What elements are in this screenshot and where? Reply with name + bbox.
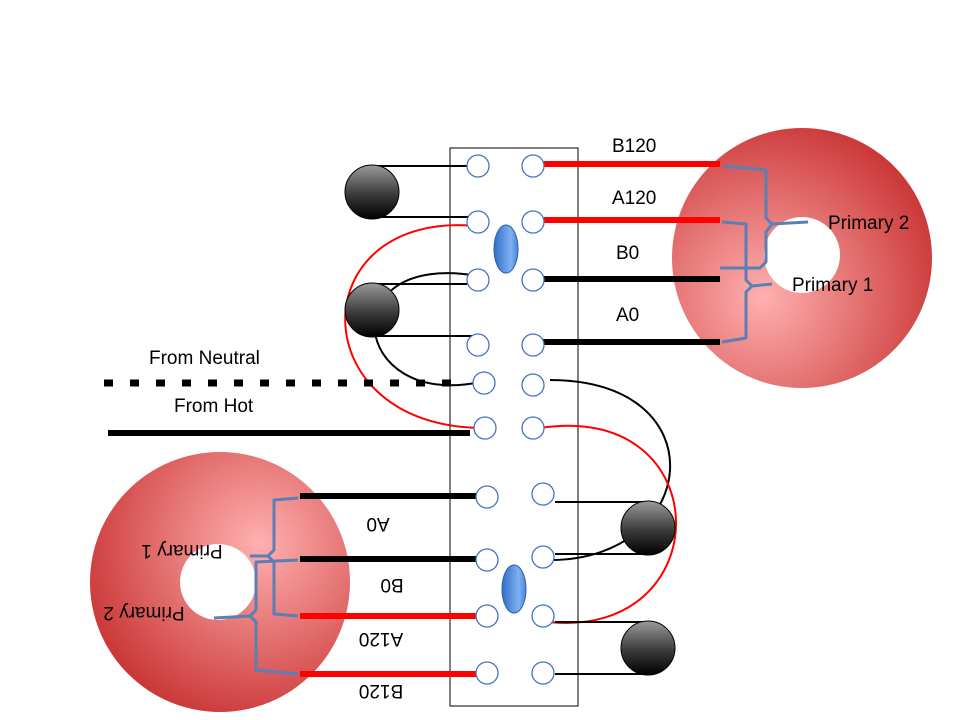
primary-brackets-top [720,164,809,344]
capacitor-icon [501,564,527,614]
primary2-label: Primary 2 [828,213,909,234]
lower-wiring [300,379,677,677]
toroid-transformer-icon [90,452,350,712]
b120-label: B120 [612,136,656,157]
a0-label: A0 [616,305,639,326]
b0-label-inverted: B0 [380,574,403,595]
cylinder-knob-icon [620,620,676,676]
a120-label: A120 [612,188,656,209]
from-neutral-label: From Neutral [149,348,260,369]
primary1-label: Primary 1 [792,275,873,296]
terminal-icon [466,154,555,685]
cylinder-knob-icon [344,164,400,220]
primary2-label-inverted: Primary 2 [103,602,184,623]
primary1-label-inverted: Primary 1 [141,540,222,561]
primary-brackets-bottom [213,496,299,676]
cylinder-knob-icon [620,500,676,556]
b0-label: B0 [616,243,639,264]
b120-label-inverted: B120 [359,680,403,701]
capacitor-icon [493,224,519,274]
from-hot-label: From Hot [174,396,254,417]
terminal-block [449,147,579,707]
toroid-transformer-icon [672,128,932,388]
a0-label-inverted: A0 [366,513,389,534]
cylinder-knob-icon [344,282,400,338]
a120-label-inverted: A120 [359,628,403,649]
